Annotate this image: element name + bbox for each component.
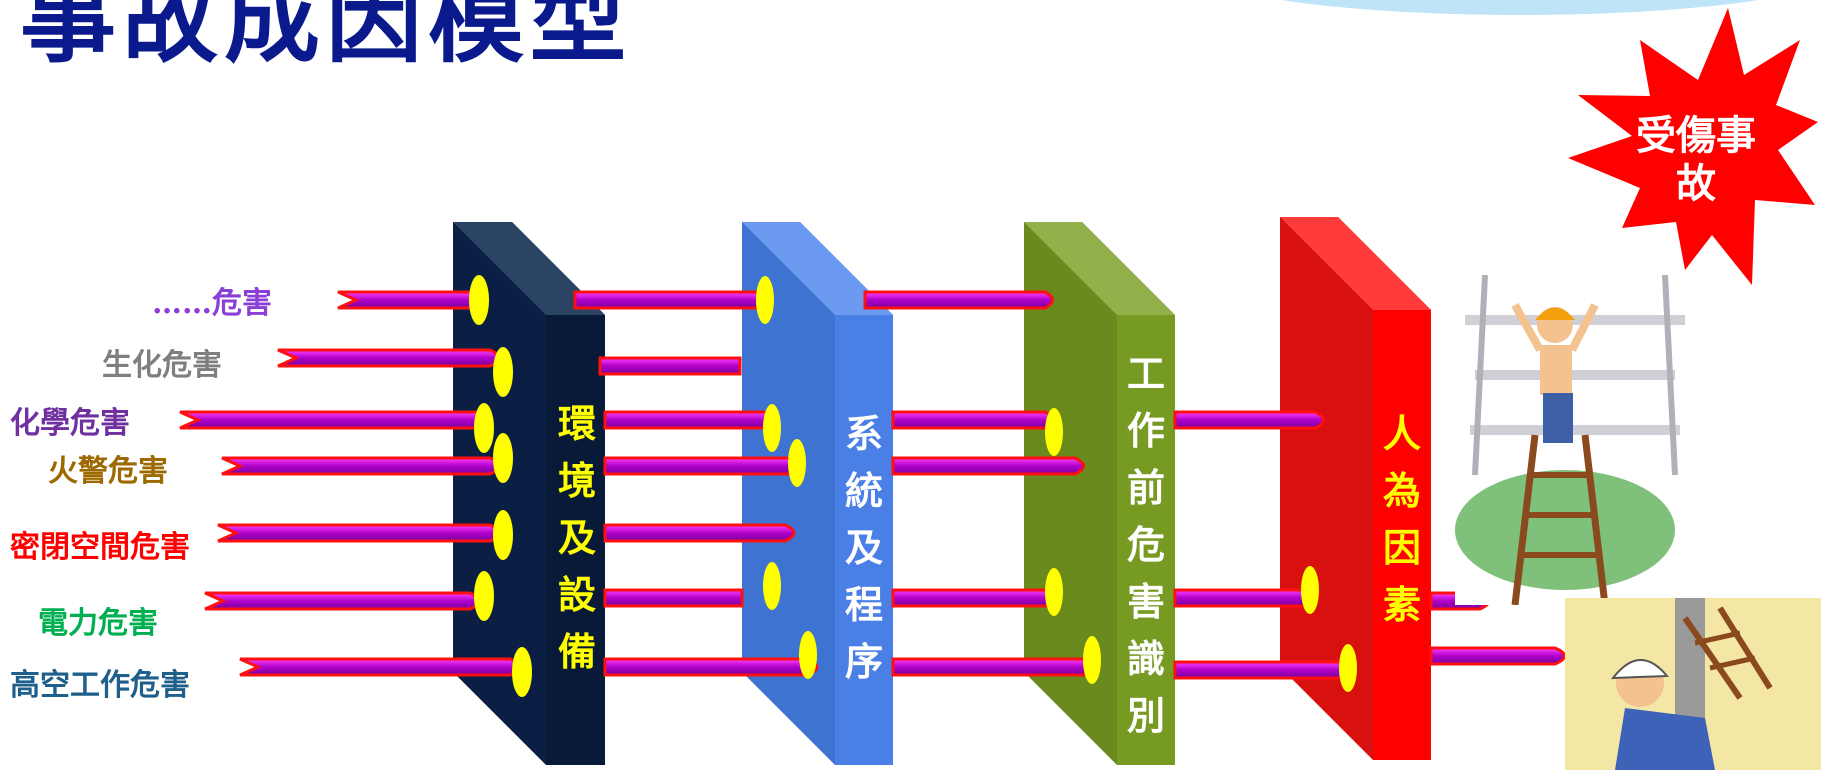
- outcome-starburst: [1568, 8, 1818, 285]
- barrier-system-procedure: [742, 222, 893, 765]
- worker-falling-image: [1565, 598, 1821, 770]
- barrier-label-environment-equipment: 環境及設備: [557, 401, 596, 674]
- hazard-label-confined-space: 密閉空間危害: [10, 530, 190, 565]
- hazard-label-work-at-height: 高空工作危害: [10, 668, 190, 703]
- barrier-label-pre-work-hazard-identification: 工作前危害識別: [1126, 351, 1165, 738]
- decorative-wave: [1281, 0, 1759, 15]
- outcome-label: 受傷事故: [1636, 112, 1756, 207]
- page-title: 事故成因模型: [20, 0, 632, 76]
- hazard-label-electrical: 電力危害: [38, 606, 158, 641]
- worker-on-ladder-image: [1455, 275, 1695, 605]
- barrier-pre-work-hazard-identification: [1024, 222, 1175, 765]
- barrier-label-system-procedure: 系統及程序: [844, 411, 883, 684]
- hazard-label-other: ……危害: [152, 286, 272, 321]
- barrier-label-human-factors: 人為因素: [1382, 411, 1421, 627]
- hazard-label-biochemical: 生化危害: [102, 348, 222, 383]
- hazard-label-fire: 火警危害: [48, 454, 168, 489]
- barrier-human-factors: [1280, 217, 1431, 760]
- barrier-holes: [469, 275, 1357, 697]
- hazard-label-chemical: 化學危害: [10, 406, 130, 441]
